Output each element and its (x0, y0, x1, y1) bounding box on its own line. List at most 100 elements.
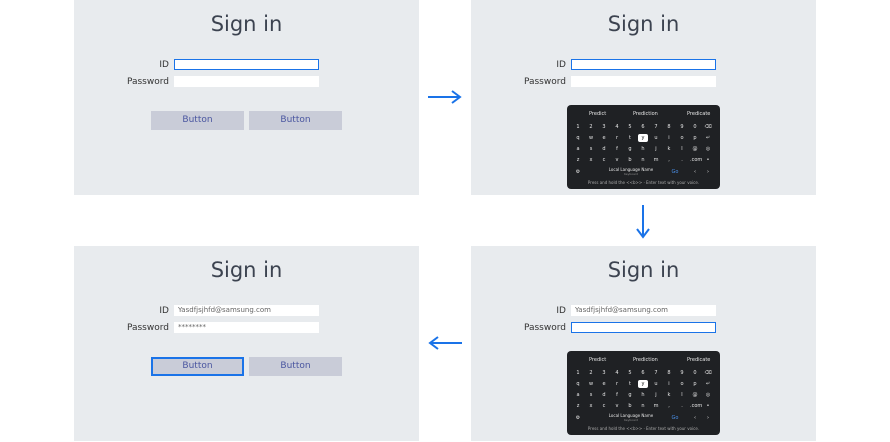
chevron-right-icon[interactable]: › (707, 415, 709, 421)
prediction-3[interactable]: Predicate (687, 111, 711, 117)
key-i[interactable]: i (668, 381, 670, 387)
prediction-2[interactable]: Prediction (633, 111, 658, 117)
password-input[interactable] (571, 76, 716, 87)
key-.com[interactable]: .com (690, 157, 703, 163)
id-input[interactable]: Yasdfjsjhfd@samsung.com (174, 305, 319, 316)
key-v[interactable]: v (615, 403, 619, 409)
go-key[interactable]: Go (671, 169, 679, 175)
key-s[interactable]: s (589, 146, 593, 152)
key-k[interactable]: k (667, 392, 671, 398)
key-g[interactable]: g (628, 146, 632, 152)
key-@[interactable]: @ (692, 146, 698, 152)
key-8[interactable]: 8 (667, 370, 671, 376)
key-v[interactable]: v (615, 157, 619, 163)
mic-icon[interactable]: • (706, 157, 710, 163)
key-5[interactable]: 5 (628, 124, 632, 130)
key-s[interactable]: s (589, 392, 593, 398)
key-1[interactable]: 1 (576, 370, 580, 376)
key-↵[interactable]: ↵ (705, 135, 711, 141)
key-g[interactable]: g (628, 392, 632, 398)
key-e[interactable]: e (602, 135, 606, 141)
key-p[interactable]: p (693, 381, 697, 387)
password-input[interactable] (174, 76, 319, 87)
key-y[interactable]: y (638, 134, 648, 142)
key-b[interactable]: b (628, 157, 632, 163)
key-.com[interactable]: .com (690, 403, 703, 409)
key-h[interactable]: h (641, 146, 645, 152)
go-key[interactable]: Go (671, 415, 679, 421)
key-4[interactable]: 4 (615, 124, 619, 130)
id-input[interactable] (571, 59, 716, 70)
settings-icon[interactable]: ⚙ (575, 169, 581, 175)
chevron-right-icon[interactable]: › (707, 169, 709, 175)
key-l[interactable]: l (681, 392, 683, 398)
key-n[interactable]: n (641, 157, 645, 163)
key-t[interactable]: t (629, 381, 631, 387)
key-d[interactable]: d (602, 392, 606, 398)
primary-button[interactable]: Button (151, 111, 244, 130)
key-2[interactable]: 2 (589, 370, 593, 376)
key-r[interactable]: r (615, 135, 619, 141)
key-d[interactable]: d (602, 146, 606, 152)
prediction-1[interactable]: Predict (589, 357, 607, 363)
key-z[interactable]: z (576, 157, 580, 163)
key-9[interactable]: 9 (680, 370, 684, 376)
key-k[interactable]: k (667, 146, 671, 152)
key-r[interactable]: r (615, 381, 619, 387)
secondary-button[interactable]: Button (249, 357, 342, 376)
key-,[interactable]: , (668, 157, 670, 163)
key-q[interactable]: q (576, 135, 580, 141)
key-b[interactable]: b (628, 403, 632, 409)
key-z[interactable]: z (576, 403, 580, 409)
key-t[interactable]: t (629, 135, 631, 141)
key-j[interactable]: j (655, 392, 657, 398)
key-,[interactable]: , (668, 403, 670, 409)
key-4[interactable]: 4 (615, 370, 619, 376)
key-↵[interactable]: ↵ (705, 381, 711, 387)
settings-icon[interactable]: ⚙ (575, 415, 581, 421)
globe-icon[interactable]: ◎ (705, 392, 711, 398)
prediction-2[interactable]: Prediction (633, 357, 658, 363)
id-input[interactable]: Yasdfjsjhfd@samsung.com (571, 305, 716, 316)
key-o[interactable]: o (680, 381, 684, 387)
key-u[interactable]: u (654, 381, 658, 387)
primary-button[interactable]: Button (151, 357, 244, 376)
key-6[interactable]: 6 (641, 370, 645, 376)
key-3[interactable]: 3 (602, 370, 606, 376)
key-.[interactable]: . (681, 403, 683, 409)
globe-icon[interactable]: ◎ (705, 146, 711, 152)
secondary-button[interactable]: Button (249, 111, 342, 130)
key-o[interactable]: o (680, 135, 684, 141)
chevron-left-icon[interactable]: ‹ (694, 415, 696, 421)
key-l[interactable]: l (681, 146, 683, 152)
key-m[interactable]: m (653, 157, 659, 163)
key-e[interactable]: e (602, 381, 606, 387)
key-j[interactable]: j (655, 146, 657, 152)
prediction-1[interactable]: Predict (589, 111, 607, 117)
del-icon[interactable]: ⌫ (704, 370, 712, 376)
key-y[interactable]: y (638, 380, 648, 388)
key-h[interactable]: h (641, 392, 645, 398)
key-w[interactable]: w (588, 135, 594, 141)
del-icon[interactable]: ⌫ (704, 124, 712, 130)
id-input[interactable] (174, 59, 319, 70)
key-1[interactable]: 1 (576, 124, 580, 130)
key-p[interactable]: p (693, 135, 697, 141)
password-input[interactable] (571, 322, 716, 333)
key-2[interactable]: 2 (589, 124, 593, 130)
key-i[interactable]: i (668, 135, 670, 141)
key-f[interactable]: f (616, 146, 618, 152)
key-u[interactable]: u (654, 135, 658, 141)
chevron-left-icon[interactable]: ‹ (694, 169, 696, 175)
key-a[interactable]: a (576, 392, 580, 398)
key-a[interactable]: a (576, 146, 580, 152)
key-3[interactable]: 3 (602, 124, 606, 130)
key-.[interactable]: . (681, 157, 683, 163)
password-input[interactable]: ******** (174, 322, 319, 333)
key-8[interactable]: 8 (667, 124, 671, 130)
key-w[interactable]: w (588, 381, 594, 387)
key-m[interactable]: m (653, 403, 659, 409)
key-q[interactable]: q (576, 381, 580, 387)
key-f[interactable]: f (616, 392, 618, 398)
